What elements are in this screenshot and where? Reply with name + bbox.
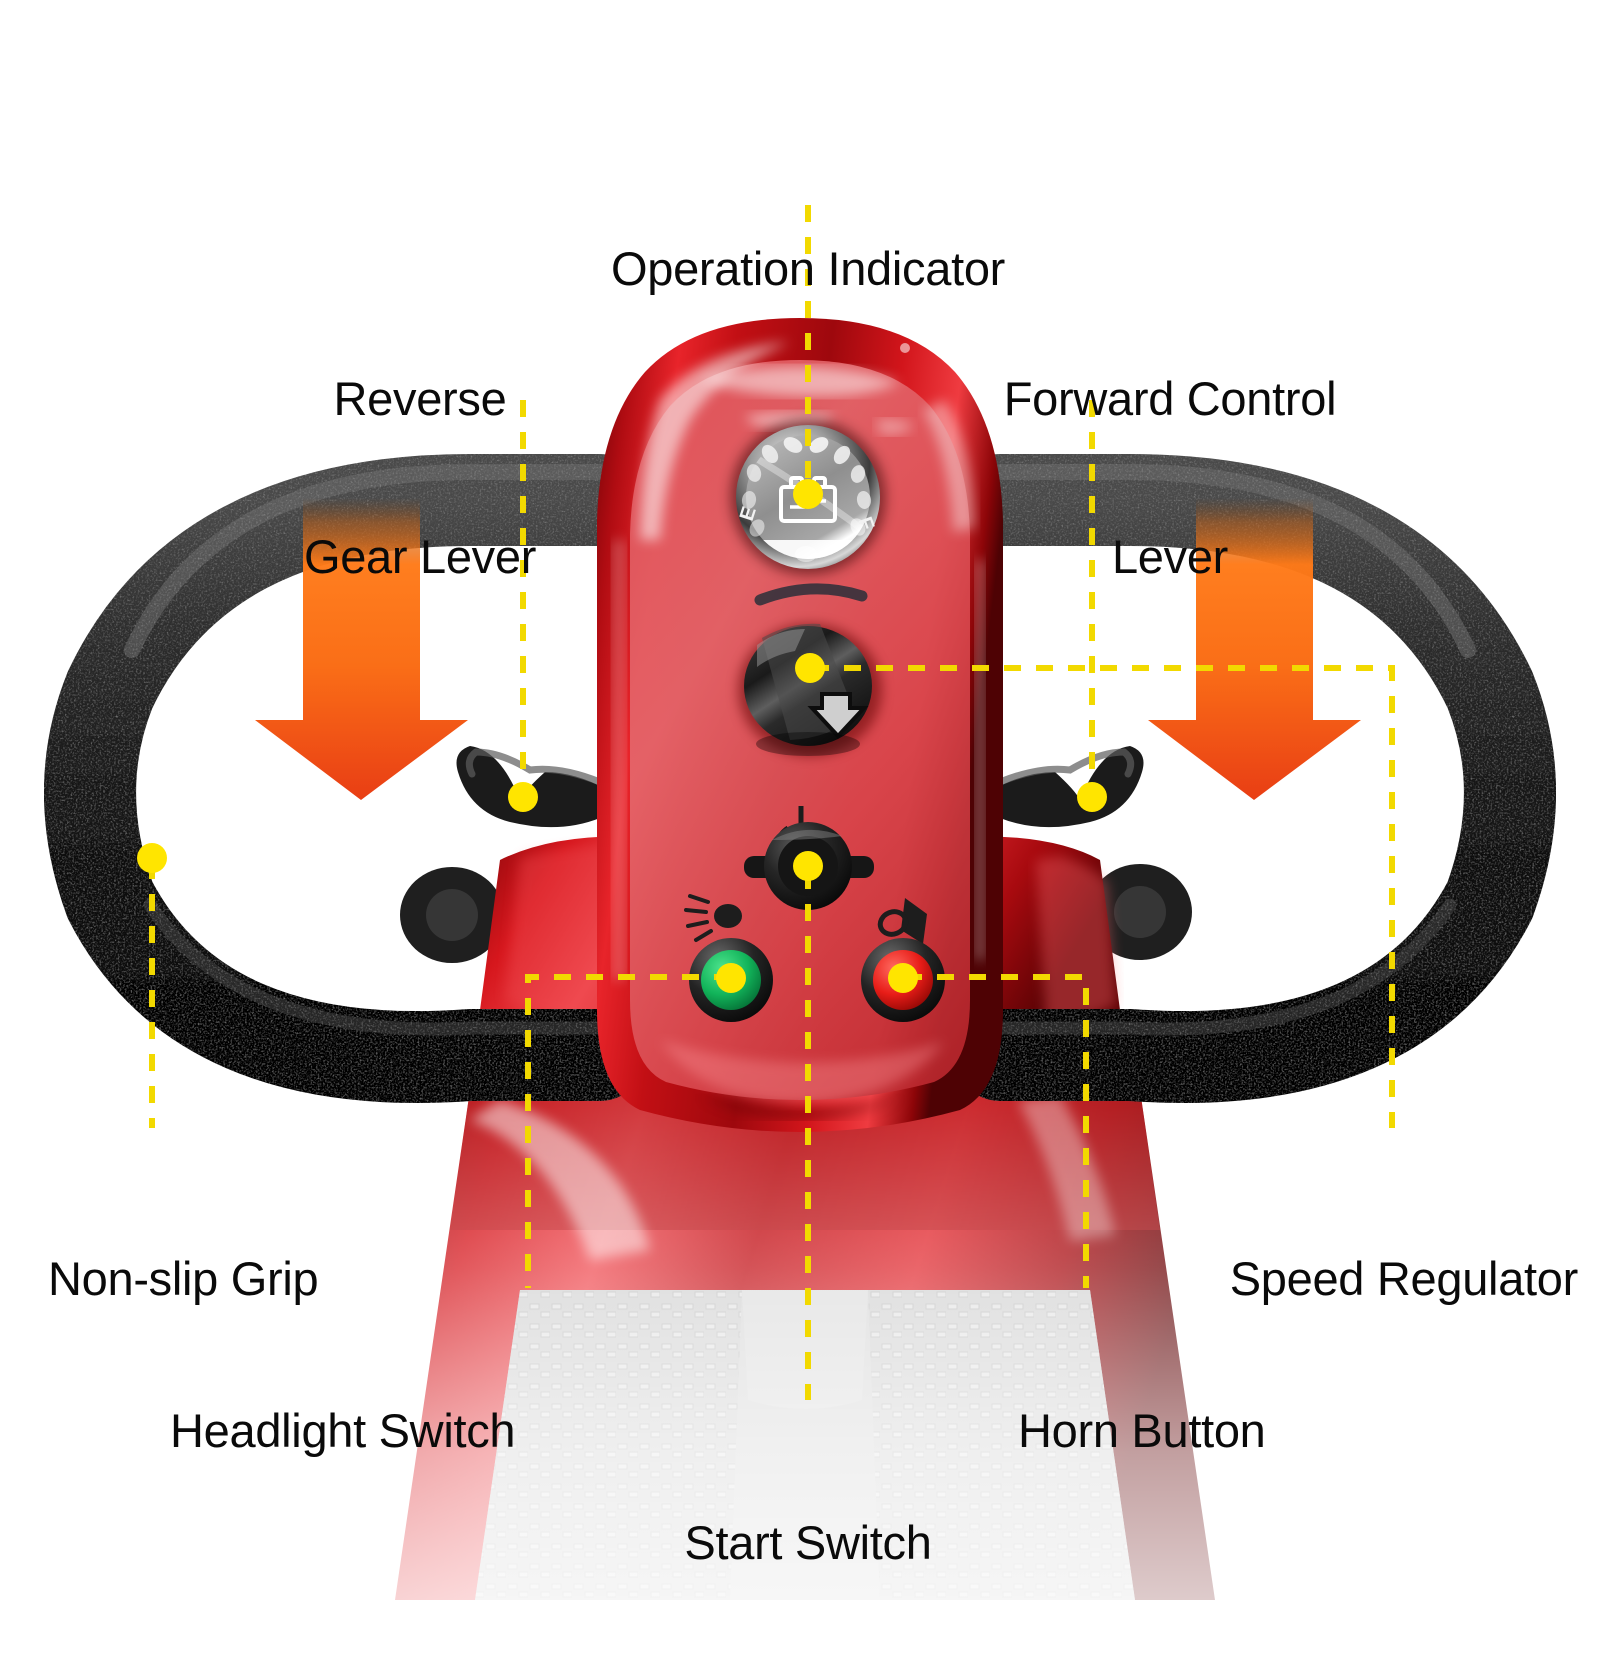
callout-label-headlight-switch: Headlight Switch (170, 1300, 630, 1563)
callout-label-forward-control-lever: Forward Control Lever (930, 268, 1410, 689)
knob-arc-decal (754, 583, 868, 606)
gauge-segments (741, 437, 872, 562)
down-arrow-left (255, 498, 468, 800)
callout-text-horn-button: Horn Button (1018, 1404, 1266, 1458)
callout-text-reverse-gear-lever-2: Gear Lever (303, 530, 537, 584)
callout-label-horn-button: Horn Button (1018, 1300, 1418, 1563)
diagram-canvas: E F (44, 138, 1579, 1600)
callout-label-reverse-gear-lever: Reverse Gear Lever (210, 268, 630, 689)
forward-control-lever (992, 746, 1144, 828)
headlight-icon (684, 894, 742, 942)
speed-regulator-knob (738, 623, 882, 756)
callout-text-start-switch: Start Switch (684, 1516, 932, 1570)
callout-label-start-switch: Start Switch (608, 1412, 1008, 1675)
gauge-empty-mark: E (736, 504, 761, 523)
operation-indicator-gauge: E F (730, 419, 886, 575)
callout-text-reverse-gear-lever-1: Reverse (333, 372, 507, 426)
callout-label-operation-indicator: Operation Indicator (508, 138, 1108, 401)
reverse-gear-lever (456, 746, 608, 828)
callout-text-operation-indicator: Operation Indicator (610, 242, 1006, 296)
callout-text-headlight-switch: Headlight Switch (170, 1404, 516, 1458)
callout-text-non-slip-grip: Non-slip Grip (48, 1252, 319, 1306)
callout-label-speed-regulator: Speed Regulator (1130, 1148, 1579, 1411)
callout-text-forward-control-lever-1: Forward Control (1003, 372, 1337, 426)
callout-text-speed-regulator: Speed Regulator (1229, 1252, 1579, 1306)
callout-label-non-slip-grip: Non-slip Grip (48, 1148, 468, 1411)
callout-text-forward-control-lever-2: Lever (1111, 530, 1229, 584)
